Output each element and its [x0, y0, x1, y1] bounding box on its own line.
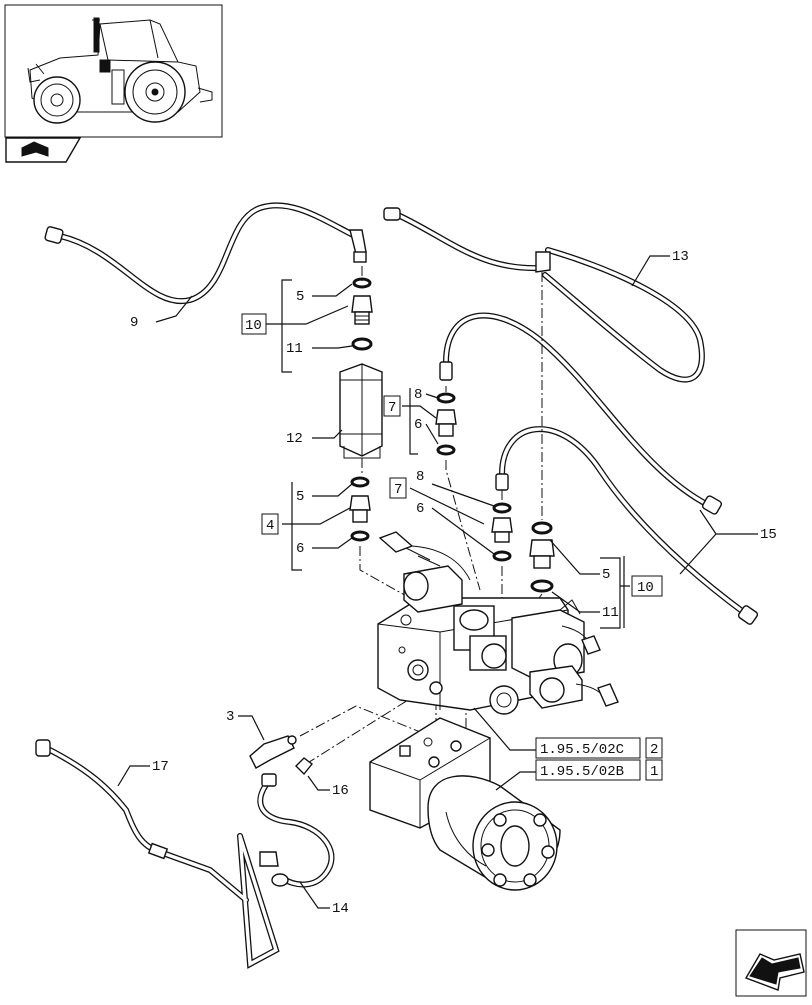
callout-5-upper[interactable]: 5 — [296, 289, 304, 305]
callout-3[interactable]: 3 — [226, 709, 234, 725]
callout-11-right[interactable]: 11 — [602, 605, 619, 621]
o-ring-11-right — [530, 579, 554, 593]
tractor-thumbnail[interactable] — [4, 4, 223, 138]
hose-17 — [35, 739, 280, 969]
callout-12[interactable]: 12 — [286, 431, 303, 447]
svg-text:10: 10 — [245, 318, 262, 334]
valve-12 — [339, 363, 383, 459]
svg-text:7: 7 — [394, 482, 402, 498]
leader-lines — [117, 255, 758, 909]
book-icon[interactable] — [5, 137, 82, 163]
o-ring-5-lower — [350, 476, 370, 488]
callout-17[interactable]: 17 — [152, 759, 169, 775]
o-ring-11 — [351, 337, 373, 351]
fitting-16 — [295, 757, 313, 776]
next-page-arrow-icon[interactable] — [735, 929, 807, 997]
callout-16[interactable]: 16 — [332, 783, 349, 799]
callout-6-lower[interactable]: 6 — [416, 501, 424, 517]
adapter-7-upper — [435, 409, 457, 437]
callout-13[interactable]: 13 — [672, 249, 689, 265]
steering-unit — [369, 717, 561, 891]
callout-7-lower[interactable]: 7 — [389, 477, 407, 499]
callout-9[interactable]: 9 — [130, 315, 138, 331]
callout-6-left[interactable]: 6 — [296, 541, 304, 557]
hose-15-upper — [439, 312, 723, 515]
hose-9 — [44, 202, 367, 305]
adapter-10 — [351, 295, 373, 325]
svg-text:4: 4 — [266, 518, 274, 534]
callout-11-upper[interactable]: 11 — [286, 341, 303, 357]
callout-6-upper[interactable]: 6 — [414, 417, 422, 433]
hose-15-lower — [495, 426, 759, 625]
callout-8-lower[interactable]: 8 — [416, 469, 424, 485]
callout-8-upper[interactable]: 8 — [414, 387, 422, 403]
callout-7-upper[interactable]: 7 — [383, 395, 401, 417]
reference-page: 2 — [650, 742, 658, 758]
valve-block — [377, 531, 619, 715]
reference-1-95-5-02c[interactable]: 1.95.5/02C 2 — [535, 737, 663, 759]
o-ring-8-lower — [492, 502, 512, 514]
callout-5-lower[interactable]: 5 — [296, 489, 304, 505]
o-ring-6-left — [350, 530, 370, 542]
callout-15[interactable]: 15 — [760, 527, 777, 543]
svg-text:7: 7 — [388, 400, 396, 416]
callout-10-upper[interactable]: 10 — [241, 313, 267, 335]
reference-code: 1.95.5/02B — [540, 764, 624, 780]
reference-1-95-5-02b[interactable]: 1.95.5/02B 1 — [535, 759, 663, 781]
callout-4[interactable]: 4 — [261, 513, 279, 535]
adapter-10-right — [529, 539, 555, 569]
reference-page: 1 — [650, 764, 658, 780]
o-ring-6-lower — [492, 550, 512, 562]
o-ring-6-upper — [436, 444, 456, 456]
o-ring-8-upper — [436, 392, 456, 404]
svg-text:10: 10 — [637, 580, 654, 596]
adapter-7-lower — [491, 517, 513, 543]
callout-10-right[interactable]: 10 — [631, 575, 663, 597]
callout-labels: 9 5 10 11 12 5 4 6 8 7 6 8 7 6 13 15 5 1 — [130, 249, 777, 917]
callout-14[interactable]: 14 — [332, 901, 349, 917]
adapter-4 — [349, 495, 371, 523]
hose-14 — [257, 773, 335, 888]
hose-13 — [383, 207, 705, 383]
o-ring-5-right — [531, 521, 553, 535]
reference-code: 1.95.5/02C — [540, 742, 624, 758]
fitting-3 — [249, 735, 297, 769]
callout-5-right[interactable]: 5 — [602, 567, 610, 583]
